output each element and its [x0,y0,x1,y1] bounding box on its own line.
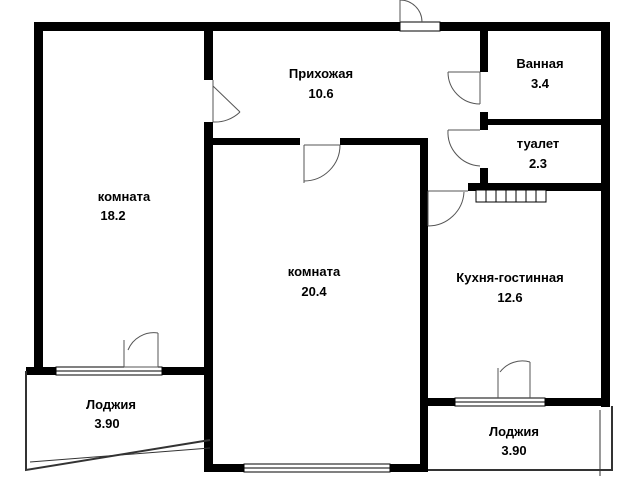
kitchen-name: Кухня-гостинная [456,270,563,285]
room-center-name: комната [288,264,341,279]
kitchen-area: 12.6 [497,290,522,305]
door-left-room-icon [212,80,241,123]
door-toilet-icon [447,129,481,167]
room-left-area: 18.2 [100,208,125,223]
toilet-area: 2.3 [529,156,547,171]
door-center-room-icon [303,144,341,183]
loggia-left-area: 3.90 [94,416,119,431]
doors [123,0,531,398]
loggia-left-name: Лоджия [86,397,136,412]
door-loggia-right-icon [497,360,531,398]
kitchen-vent-strip [475,189,547,203]
hallway-name: Прихожая [289,66,353,81]
door-entrance-icon [399,0,423,23]
hallway-area: 10.6 [308,86,333,101]
walls [26,22,610,472]
room-left-name: комната [98,189,151,204]
door-kitchen-icon [427,190,468,227]
bathroom-name: Ванная [516,56,563,71]
door-loggia-left-icon [123,332,159,368]
loggia-left-outline [25,371,211,472]
loggia-right-outline [428,406,613,471]
window-top [399,21,441,32]
loggia-right-name: Лоджия [489,424,539,439]
windows [55,21,547,473]
bathroom-area: 3.4 [531,76,550,91]
toilet-name: туалет [517,136,560,151]
room-center-area: 20.4 [301,284,327,299]
room-labels: Прихожая 10.6 Ванная 3.4 туалет 2.3 комн… [86,56,564,458]
loggias [25,371,613,476]
loggia-right-area: 3.90 [501,443,526,458]
door-bathroom-icon [447,71,481,105]
